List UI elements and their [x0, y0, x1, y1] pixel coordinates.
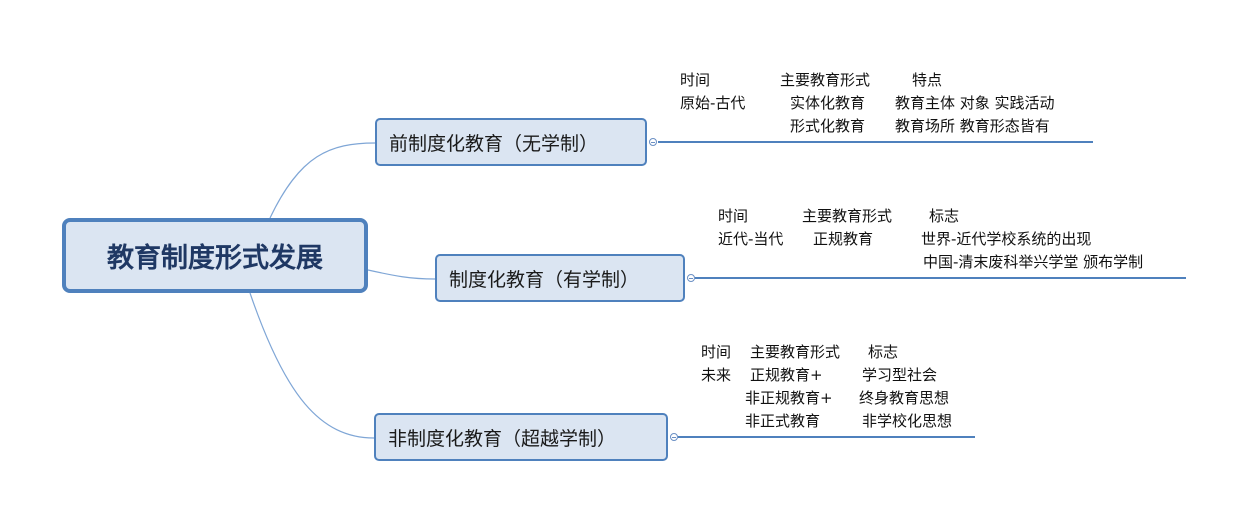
connector-branch-3 [249, 292, 375, 439]
cell-form: 正规教育 [813, 230, 874, 248]
branch-institutional[interactable]: 制度化教育（有学制） [435, 254, 685, 302]
connector-branch-1 [269, 142, 376, 219]
branch-non-institutional[interactable]: 非制度化教育（超越学制） [374, 413, 668, 461]
cell-time: 未来 [701, 366, 732, 384]
cell-form: 实体化教育 [790, 94, 866, 112]
central-topic[interactable]: 教育制度形式发展 [62, 218, 368, 293]
cell-form: 正规教育+ [750, 366, 823, 384]
branch-label: 制度化教育（有学制） [449, 268, 640, 291]
connector-branch-2 [367, 269, 436, 280]
branch-label: 非制度化教育（超越学制） [388, 427, 617, 450]
cell-form: 非正规教育+ [745, 389, 833, 407]
header-feature: 特点 [912, 71, 943, 89]
header-feature: 标志 [868, 343, 899, 361]
header-time: 时间 [701, 343, 732, 361]
header-time: 时间 [680, 71, 711, 89]
cell-feature: 教育主体 对象 实践活动 [895, 94, 1055, 112]
collapse-toggle-icon[interactable] [687, 274, 695, 282]
cell-feature: 终身教育思想 [859, 389, 950, 407]
cell-time: 原始-古代 [680, 94, 746, 112]
cell-form: 形式化教育 [790, 117, 866, 135]
collapse-toggle-icon[interactable] [670, 433, 678, 441]
header-form: 主要教育形式 [750, 343, 841, 361]
header-feature: 标志 [929, 207, 960, 225]
branch-label: 前制度化教育（无学制） [389, 132, 599, 155]
header-form: 主要教育形式 [780, 71, 871, 89]
header-time: 时间 [718, 207, 749, 225]
cell-time: 近代-当代 [718, 230, 784, 248]
cell-feature: 世界-近代学校系统的出现 [921, 230, 1092, 248]
header-form: 主要教育形式 [802, 207, 893, 225]
cell-feature: 非学校化思想 [862, 412, 953, 430]
cell-feature: 中国-清末废科举兴学堂 颁布学制 [923, 253, 1144, 271]
branch-pre-institutional[interactable]: 前制度化教育（无学制） [375, 118, 647, 166]
cell-feature: 教育场所 教育形态皆有 [895, 117, 1050, 135]
cell-feature: 学习型社会 [862, 366, 938, 384]
cell-form: 非正式教育 [745, 412, 821, 430]
collapse-toggle-icon[interactable] [649, 138, 657, 146]
